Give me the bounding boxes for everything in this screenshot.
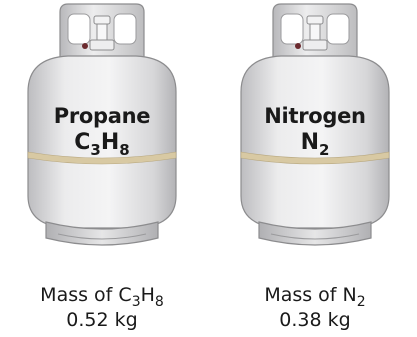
formula-element: C (74, 130, 91, 155)
formula-subscript: 3 (131, 294, 141, 310)
mass-value: 0.38 kg (279, 309, 351, 331)
gas-cylinder-icon (27, 3, 177, 246)
formula-element: H (140, 284, 155, 306)
formula-subscript: 2 (356, 294, 366, 310)
caption-prefix: Mass of (40, 284, 113, 306)
caption-line: Mass of C3H8 (2, 283, 202, 310)
formula-subscript: 2 (318, 141, 330, 159)
tank-formula: N2 (215, 130, 415, 158)
propane-tank: Propane C3H8 (2, 0, 202, 255)
nitrogen-tank: Nitrogen N2 (215, 0, 415, 255)
caption-line: Mass of N2 (215, 283, 415, 310)
tank-name: Propane (53, 104, 151, 128)
formula-element: C (118, 284, 132, 306)
formula-subscript: 8 (154, 294, 164, 310)
nitrogen-mass-caption: Mass of N2 0.38 kg (215, 283, 415, 333)
mass-value: 0.52 kg (66, 309, 138, 331)
tank-formula: C3H8 (2, 130, 202, 158)
gas-cylinder-icon (240, 3, 390, 246)
formula-subscript: 8 (119, 141, 130, 159)
formula-element: N (342, 284, 357, 306)
tank-name: Nitrogen (264, 104, 366, 128)
formula-element: N (300, 130, 319, 155)
propane-mass-caption: Mass of C3H8 0.52 kg (2, 283, 202, 333)
formula-element: H (100, 130, 120, 155)
formula-subscript: 3 (90, 141, 101, 159)
caption-prefix: Mass of (264, 284, 337, 306)
